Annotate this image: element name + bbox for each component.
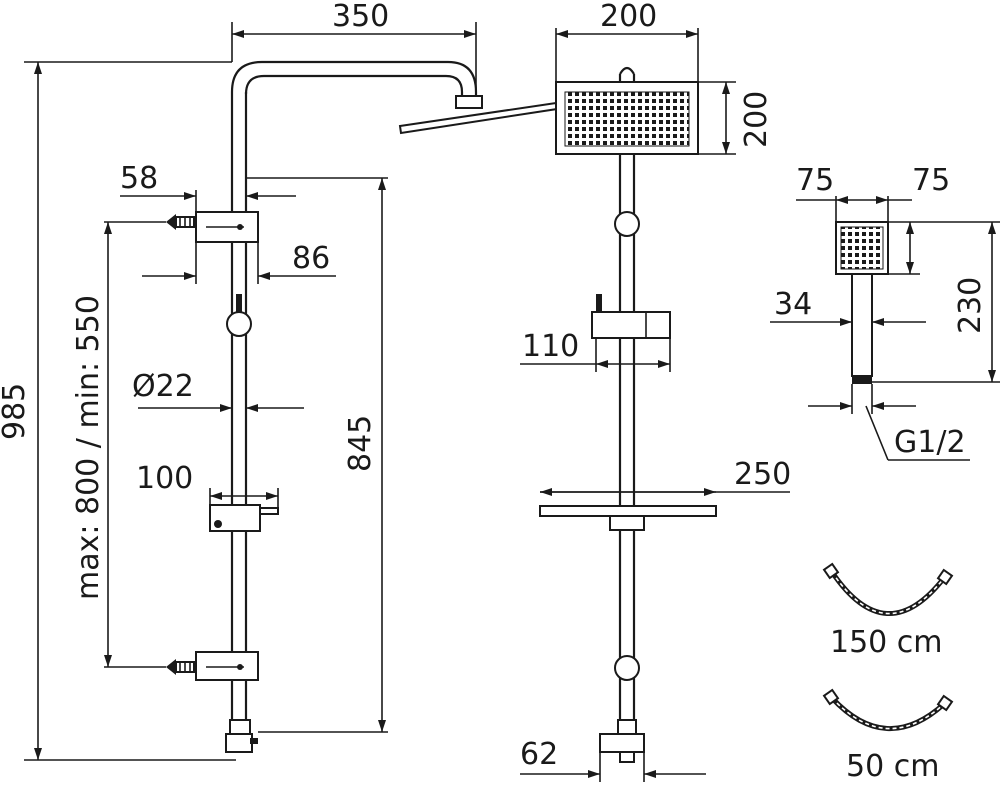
side-view [166, 60, 559, 753]
dim-total-height: 985 [0, 383, 32, 440]
dim-bar-height: 845 [343, 415, 378, 472]
dim-diverter-width: 62 [520, 737, 558, 772]
dim-hand-head-left: 75 [796, 163, 834, 198]
dim-head-depth: 200 [739, 91, 774, 148]
dim-holder-width: 110 [522, 329, 579, 364]
hose-150 [822, 562, 954, 616]
hand-holder [591, 311, 671, 339]
dim-hand-head-right: 75 [912, 163, 950, 198]
dim-pipe-diameter: Ø22 [132, 369, 194, 404]
dim-head-reach: 350 [332, 0, 389, 34]
hose-50 [822, 688, 954, 731]
head-front-nozzles [564, 91, 690, 147]
wall-plug-bottom [166, 659, 195, 675]
wall-bracket-bottom [195, 651, 259, 681]
hose-150-label: 150 cm [830, 625, 943, 660]
dim-head-width: 200 [600, 0, 657, 34]
hand-shower [835, 221, 889, 384]
diverter [599, 733, 645, 753]
dim-thread: G1/2 [894, 425, 966, 460]
front-view [539, 66, 717, 763]
dim-shelf-width: 250 [734, 457, 791, 492]
dim-hand-length: 230 [953, 277, 988, 334]
wall-plug-top [166, 214, 195, 230]
dim-handle-width: 34 [774, 287, 812, 322]
shelf [539, 505, 717, 517]
dim-bracket-depth: 86 [292, 241, 330, 276]
dim-bracket-offset: 58 [120, 161, 158, 196]
hose-50-label: 50 cm [846, 749, 939, 784]
slider-knob [226, 311, 252, 337]
dim-rail-adjust: max: 800 / min: 550 [71, 295, 106, 600]
dim-slider-width: 100 [136, 461, 193, 496]
